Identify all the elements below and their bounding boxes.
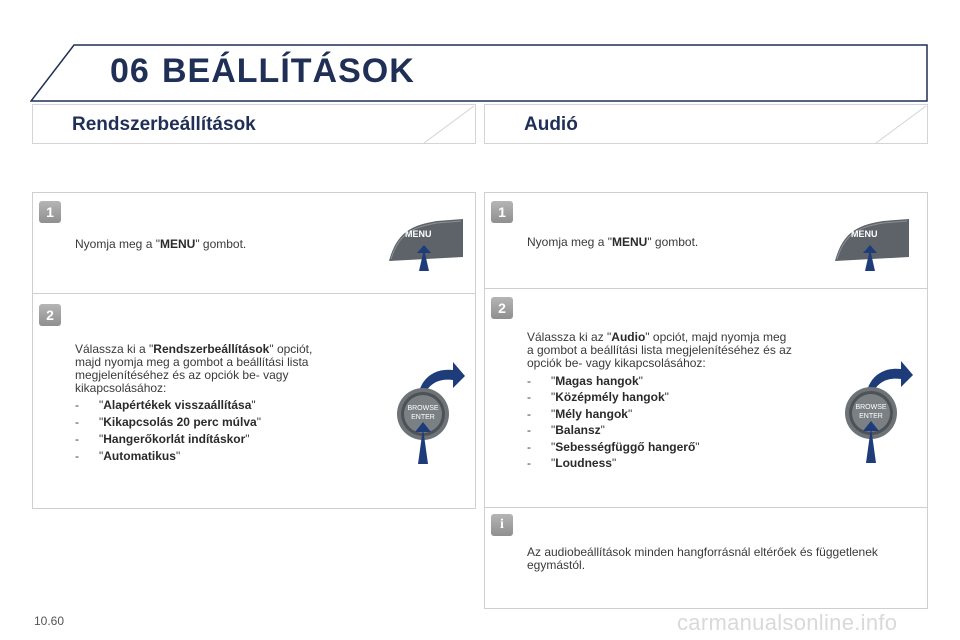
right-step2-box: 2 Válassza ki az "Audio" opciót, majd ny… xyxy=(484,288,928,508)
info-icon: i xyxy=(491,514,513,536)
right-step2-text: Válassza ki az "Audio" opciót, majd nyom… xyxy=(527,330,792,370)
menu-button-icon: MENU xyxy=(829,217,913,278)
browse-enter-knob-icon: BROWSE ENTER xyxy=(839,355,915,470)
chapter-header: 06 BEÁLLÍTÁSOK xyxy=(30,44,928,102)
svg-text:ENTER: ENTER xyxy=(411,414,435,421)
left-step2-text: Válassza ki a "Rendszerbeállítások" opci… xyxy=(75,342,313,395)
right-step1-text: Nyomja meg a "MENU" gombot. xyxy=(527,235,699,249)
option-item: -"Középmély hangok" xyxy=(527,390,669,404)
section-title-bar-system: Rendszerbeállítások xyxy=(32,104,476,144)
step-number-badge: 2 xyxy=(491,297,513,319)
chapter-title: BEÁLLÍTÁSOK xyxy=(162,52,415,90)
right-info-box: i Az audiobeállítások minden hangforrásn… xyxy=(484,507,928,609)
option-item: -"Alapértékek visszaállítása" xyxy=(75,398,256,412)
section-title-audio: Audió xyxy=(524,114,578,135)
option-item: -"Kikapcsolás 20 perc múlva" xyxy=(75,415,261,429)
menu-button-icon: MENU xyxy=(383,217,467,278)
right-step1-box: 1 Nyomja meg a "MENU" gombot. MENU xyxy=(484,192,928,289)
info-text: Az audiobeállítások minden hangforrásnál… xyxy=(527,545,878,572)
left-step1-text: Nyomja meg a "MENU" gombot. xyxy=(75,237,247,251)
option-item: -"Magas hangok" xyxy=(527,374,643,388)
option-item: -"Automatikus" xyxy=(75,449,181,463)
chapter-number: 06 xyxy=(110,52,150,90)
svg-text:ENTER: ENTER xyxy=(859,413,883,420)
section-title-bar-audio: Audió xyxy=(484,104,928,144)
svg-text:MENU: MENU xyxy=(405,229,432,239)
page-number: 10.60 xyxy=(34,614,65,628)
header-frame xyxy=(30,44,928,102)
option-item: -"Sebességfüggő hangerő" xyxy=(527,440,700,454)
option-item: -"Balansz" xyxy=(527,423,605,437)
option-item: -"Loudness" xyxy=(527,456,617,470)
svg-text:BROWSE: BROWSE xyxy=(407,405,438,412)
option-item: -"Hangerőkorlát indításkor" xyxy=(75,432,250,446)
left-step2-box: 2 Válassza ki a "Rendszerbeállítások" op… xyxy=(32,293,476,509)
svg-text:MENU: MENU xyxy=(851,229,878,239)
step-number-badge: 1 xyxy=(39,201,61,223)
browse-enter-knob-icon: BROWSE ENTER xyxy=(391,356,467,471)
left-step1-box: 1 Nyomja meg a "MENU" gombot. MENU xyxy=(32,192,476,294)
svg-text:BROWSE: BROWSE xyxy=(855,404,886,411)
step-number-badge: 1 xyxy=(491,201,513,223)
section-title-system: Rendszerbeállítások xyxy=(72,114,256,135)
watermark: carmanualsonline.info xyxy=(677,610,898,635)
option-item: -"Mély hangok" xyxy=(527,407,633,421)
step-number-badge: 2 xyxy=(39,304,61,326)
